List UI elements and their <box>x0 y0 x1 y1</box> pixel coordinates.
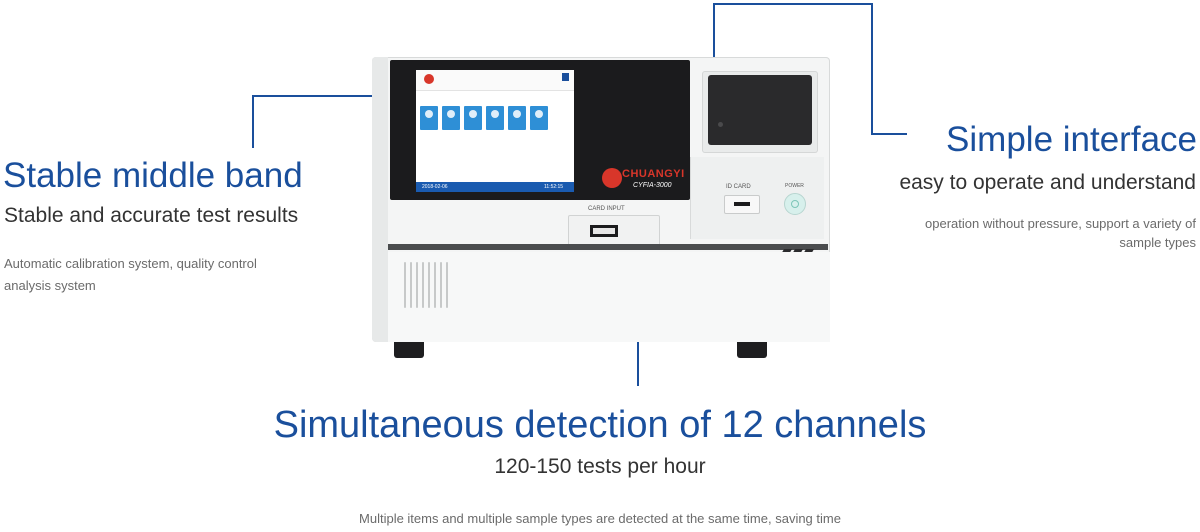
brand-name: CHUANGYI <box>622 168 685 180</box>
bottom-description: Multiple items and multiple sample types… <box>359 511 841 526</box>
screen-status-bar: 2018-02-06 11:52:15 <box>416 182 574 192</box>
analyzer-device: 2018-02-06 11:52:15 CHUANGYI CYFIA-3000 … <box>372 57 830 342</box>
left-subheading: Stable and accurate test results <box>4 204 299 227</box>
card-input-slot <box>590 225 618 237</box>
left-heading: Stable middle band <box>3 156 303 195</box>
id-card-label: ID CARD <box>726 184 751 190</box>
screen-bezel: 2018-02-06 11:52:15 CHUANGYI CYFIA-3000 <box>390 60 690 200</box>
middle-band <box>388 244 828 250</box>
power-label: POWER <box>785 183 804 189</box>
settings-icon <box>508 106 526 130</box>
device-touchscreen: 2018-02-06 11:52:15 <box>416 70 574 192</box>
screen-logo-icon <box>424 74 434 84</box>
calibration-icon <box>530 106 548 130</box>
query-icon <box>486 106 504 130</box>
device-side-panel <box>372 57 388 342</box>
right-description: operation without pressure, support a va… <box>925 216 1196 250</box>
bottom-subheading: 120-150 tests per hour <box>494 455 706 478</box>
left-description: Automatic calibration system, quality co… <box>4 256 257 293</box>
history-icon <box>464 106 482 130</box>
printer-door <box>708 75 812 145</box>
device-foot-left <box>394 342 424 358</box>
lower-housing <box>388 252 830 342</box>
test-icon <box>420 106 438 130</box>
emergency-test-icon <box>442 106 460 130</box>
printer-release-button <box>718 122 723 127</box>
screen-date: 2018-02-06 <box>422 184 448 190</box>
screen-menu-icons <box>420 106 548 130</box>
id-card-slot <box>724 195 760 214</box>
side-vent <box>404 262 448 308</box>
right-subheading: easy to operate and understand <box>899 171 1196 194</box>
screen-header <box>416 70 574 91</box>
screen-time: 11:52:15 <box>544 184 564 190</box>
screen-help-icon <box>562 73 569 81</box>
brand-logo-icon <box>602 168 622 188</box>
card-input-label: CARD INPUT <box>588 206 625 212</box>
band-stripes <box>779 243 822 256</box>
right-heading: Simple interface <box>946 120 1197 159</box>
device-foot-right <box>737 342 767 358</box>
bottom-heading: Simultaneous detection of 12 channels <box>273 404 927 446</box>
model-name: CYFIA-3000 <box>633 182 672 189</box>
power-button <box>784 193 806 215</box>
